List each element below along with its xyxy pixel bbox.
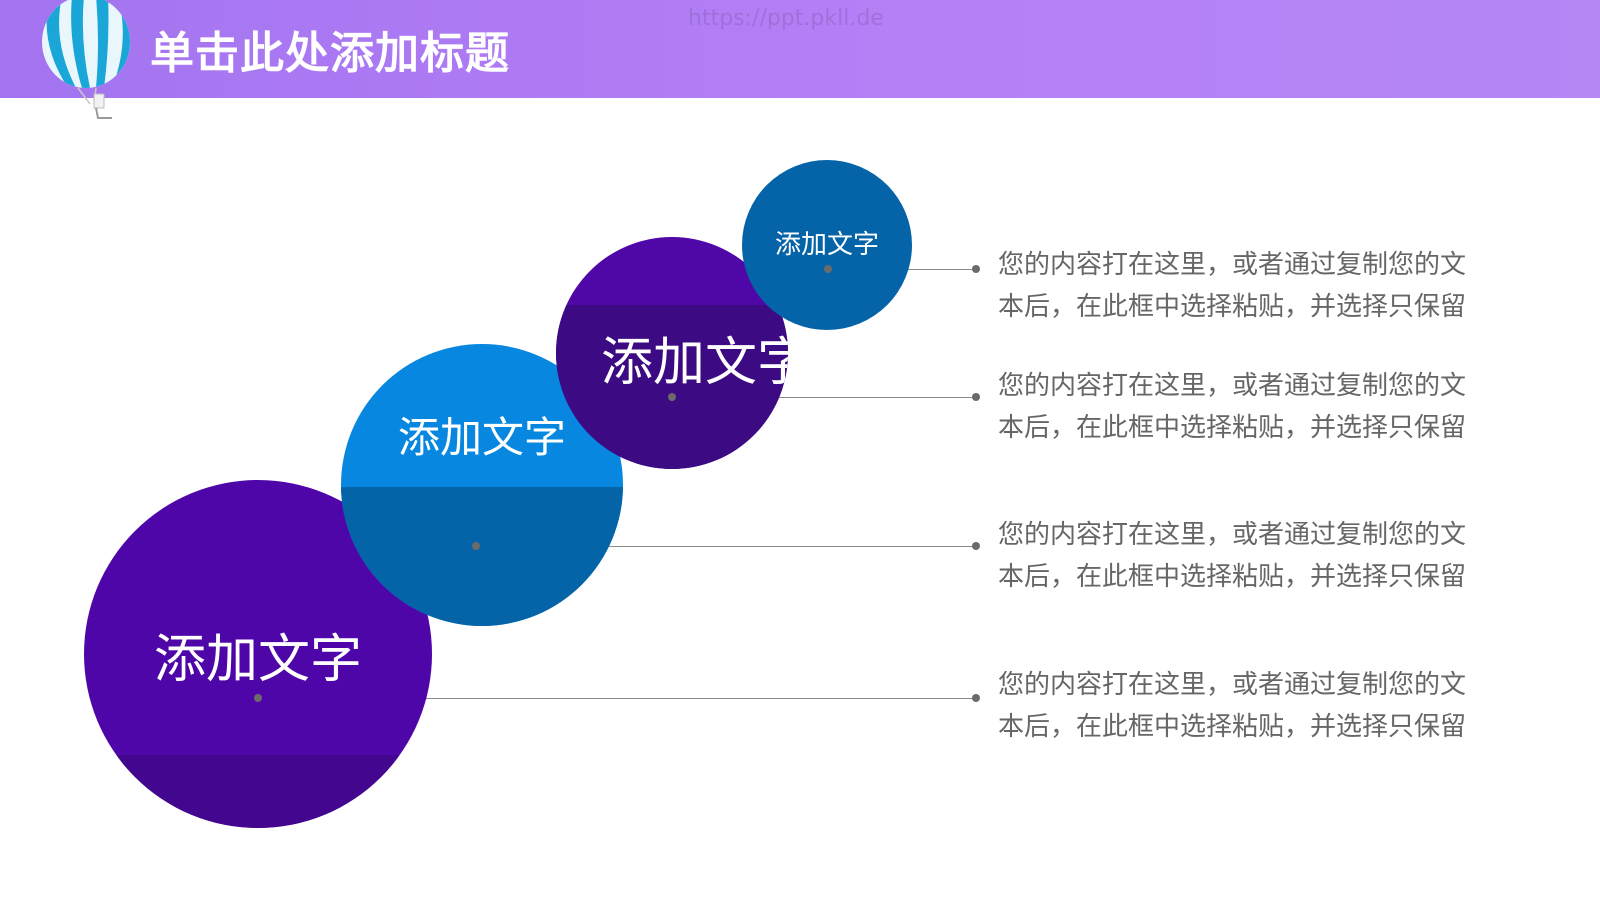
leader-line-2 <box>476 546 976 547</box>
circle-label: 添加文字 <box>774 230 879 260</box>
circle-label: 添加文字 <box>397 413 566 462</box>
description-text-2: 您的内容打在这里，或者通过复制您的文本后，在此框中选择粘贴，并选择只保留 <box>998 371 1467 443</box>
circle-dot-2 <box>472 542 480 550</box>
bullet-dot-4 <box>972 694 980 702</box>
watermark-url: https://ppt.pkll.de <box>688 6 884 31</box>
circle-label: 添加文字 <box>153 630 362 690</box>
description-text-1: 您的内容打在这里，或者通过复制您的文本后，在此框中选择粘贴，并选择只保留 <box>998 250 1467 322</box>
circle-shade <box>556 305 788 469</box>
circle-step-2: 添加文字 <box>341 344 623 626</box>
bullet-dot-3 <box>972 542 980 550</box>
circle-dot-1 <box>254 694 262 702</box>
leader-line-1 <box>258 698 976 699</box>
page-title: 单击此处添加标题 <box>150 28 510 79</box>
hot-air-balloon-icon <box>42 0 130 119</box>
circle-shade <box>341 487 623 626</box>
circle-step-4: 添加文字 <box>742 160 912 330</box>
leader-line-3 <box>672 397 976 398</box>
bullet-dot-1 <box>972 265 980 273</box>
description-text-3: 您的内容打在这里，或者通过复制您的文本后，在此框中选择粘贴，并选择只保留 <box>998 520 1467 592</box>
description-text-4: 您的内容打在这里，或者通过复制您的文本后，在此框中选择粘贴，并选择只保留 <box>998 670 1467 742</box>
bullet-dot-2 <box>972 393 980 401</box>
circle-shade <box>84 755 432 828</box>
circle-dot-4 <box>824 265 832 273</box>
header-bar: 单击此处添加标题 https://ppt.pkll.de <box>0 0 1600 119</box>
circle-dot-3 <box>668 393 676 401</box>
circle-label: 添加文字 <box>601 333 788 393</box>
